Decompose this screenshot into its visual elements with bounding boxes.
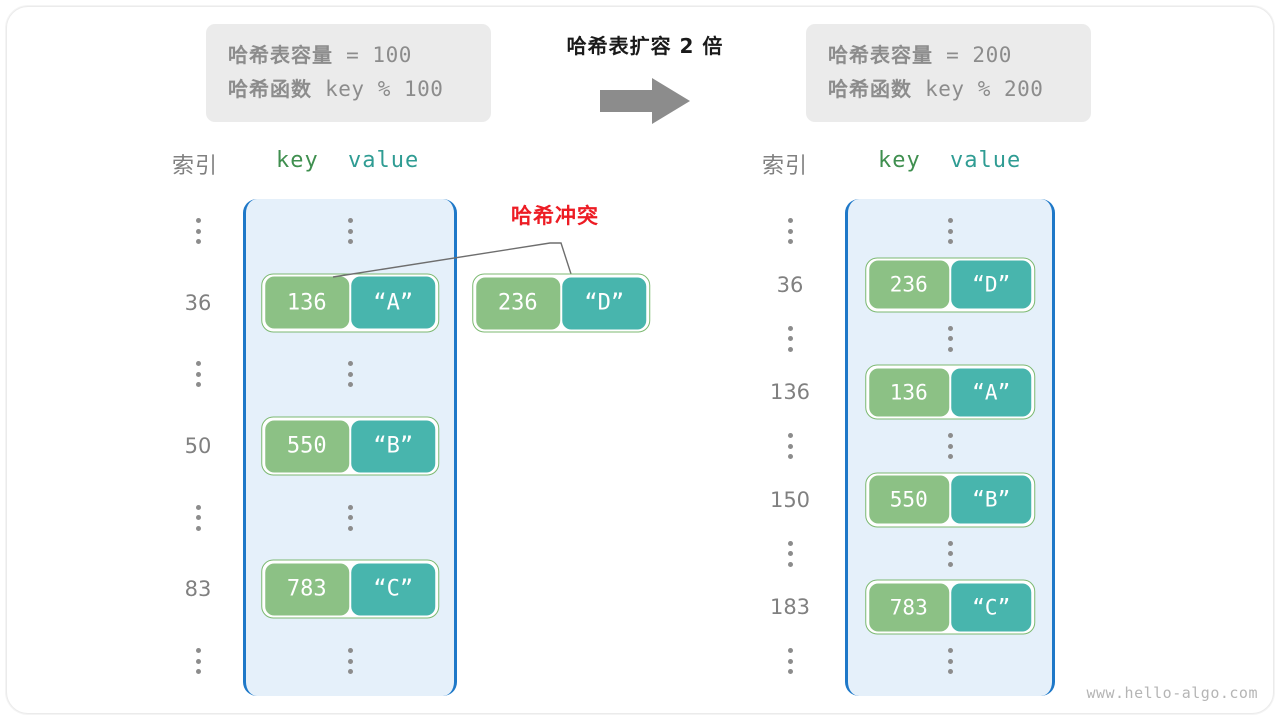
collision-label: 哈希冲突 xyxy=(511,204,599,228)
info-right-line-hashfunc: 哈希函数 key % 200 xyxy=(828,72,1069,106)
right-index-ellipsis xyxy=(786,325,794,352)
pair-key: 783 xyxy=(868,583,949,632)
right-index-label: 136 xyxy=(769,380,811,405)
watermark: www.hello-algo.com xyxy=(1086,684,1258,702)
right-bucket-ellipsis xyxy=(946,325,954,352)
collision-pair: 236 “D” xyxy=(472,273,650,333)
info-right-hashfunc-expr: key % 200 xyxy=(912,77,1044,101)
key-value-pair: 136“A” xyxy=(865,364,1035,420)
pair-value: “B” xyxy=(951,475,1032,524)
right-index-ellipsis xyxy=(786,433,794,459)
pair-value: “A” xyxy=(951,368,1032,417)
info-left-hashfunc-label: 哈希函数 xyxy=(228,77,312,101)
left-bucket-ellipsis xyxy=(346,648,354,674)
right-index-ellipsis xyxy=(786,540,794,567)
left-index-label: 50 xyxy=(184,434,212,458)
key-value-pair: 783“C” xyxy=(865,579,1035,635)
pair-value: “A” xyxy=(351,276,436,329)
diagram-frame xyxy=(6,6,1274,714)
right-index-label: 36 xyxy=(776,272,804,297)
info-right-hashfunc-label: 哈希函数 xyxy=(828,77,912,101)
info-left-hashfunc-expr: key % 100 xyxy=(312,77,444,101)
info-left-capacity-expr: = 100 xyxy=(333,43,412,67)
right-bucket-ellipsis xyxy=(946,648,954,674)
info-right-capacity-label: 哈希表容量 xyxy=(828,43,933,67)
right-header-index: 索引 xyxy=(762,154,809,179)
left-index-ellipsis xyxy=(194,218,202,244)
key-value-pair: 136“A” xyxy=(261,273,439,333)
pair-value: “B” xyxy=(351,420,436,472)
pair-key: 236 xyxy=(868,260,949,309)
left-index-ellipsis xyxy=(194,504,202,531)
right-index-ellipsis xyxy=(786,218,794,244)
info-box-after: 哈希表容量 = 200 哈希函数 key % 200 xyxy=(806,24,1091,122)
pair-key: 550 xyxy=(868,475,949,524)
info-left-line-hashfunc: 哈希函数 key % 100 xyxy=(228,72,469,106)
left-bucket-ellipsis xyxy=(346,218,354,244)
right-bucket-ellipsis xyxy=(946,218,954,244)
key-value-pair: 550“B” xyxy=(261,416,439,476)
left-index-label: 36 xyxy=(184,290,212,315)
right-bucket-ellipsis xyxy=(946,433,954,459)
left-bucket-ellipsis xyxy=(346,504,354,531)
right-index-label: 150 xyxy=(769,487,811,512)
info-left-capacity-label: 哈希表容量 xyxy=(228,43,333,67)
left-index-label: 83 xyxy=(184,577,212,602)
key-value-pair: 550“B” xyxy=(865,472,1035,528)
right-index-ellipsis xyxy=(786,648,794,674)
right-header-key: key xyxy=(878,148,921,173)
pair-key: 783 xyxy=(264,563,349,616)
collision-pair-value: “D” xyxy=(562,277,647,329)
left-index-ellipsis xyxy=(194,648,202,674)
pair-key: 550 xyxy=(264,420,349,472)
right-header-value: value xyxy=(950,148,1022,173)
pair-value: “C” xyxy=(951,583,1032,632)
pair-value: “D” xyxy=(951,260,1032,309)
transition-title: 哈希表扩容 2 倍 xyxy=(566,34,724,58)
left-header-value: value xyxy=(348,148,420,173)
left-header-key: key xyxy=(276,148,319,173)
right-index-label: 183 xyxy=(769,595,811,620)
pair-value: “C” xyxy=(351,563,436,616)
info-right-capacity-expr: = 200 xyxy=(933,43,1012,67)
info-box-before: 哈希表容量 = 100 哈希函数 key % 100 xyxy=(206,24,491,122)
right-arrow-icon xyxy=(600,78,690,124)
left-index-ellipsis xyxy=(194,361,202,388)
info-right-line-capacity: 哈希表容量 = 200 xyxy=(828,38,1069,72)
collision-pair-key: 236 xyxy=(475,277,560,329)
key-value-pair: 236“D” xyxy=(865,257,1035,313)
pair-key: 136 xyxy=(264,276,349,329)
left-header-index: 索引 xyxy=(172,154,219,179)
key-value-pair: 783“C” xyxy=(261,559,439,619)
pair-key: 136 xyxy=(868,368,949,417)
left-bucket-ellipsis xyxy=(346,361,354,388)
info-left-line-capacity: 哈希表容量 = 100 xyxy=(228,38,469,72)
right-bucket-ellipsis xyxy=(946,540,954,567)
